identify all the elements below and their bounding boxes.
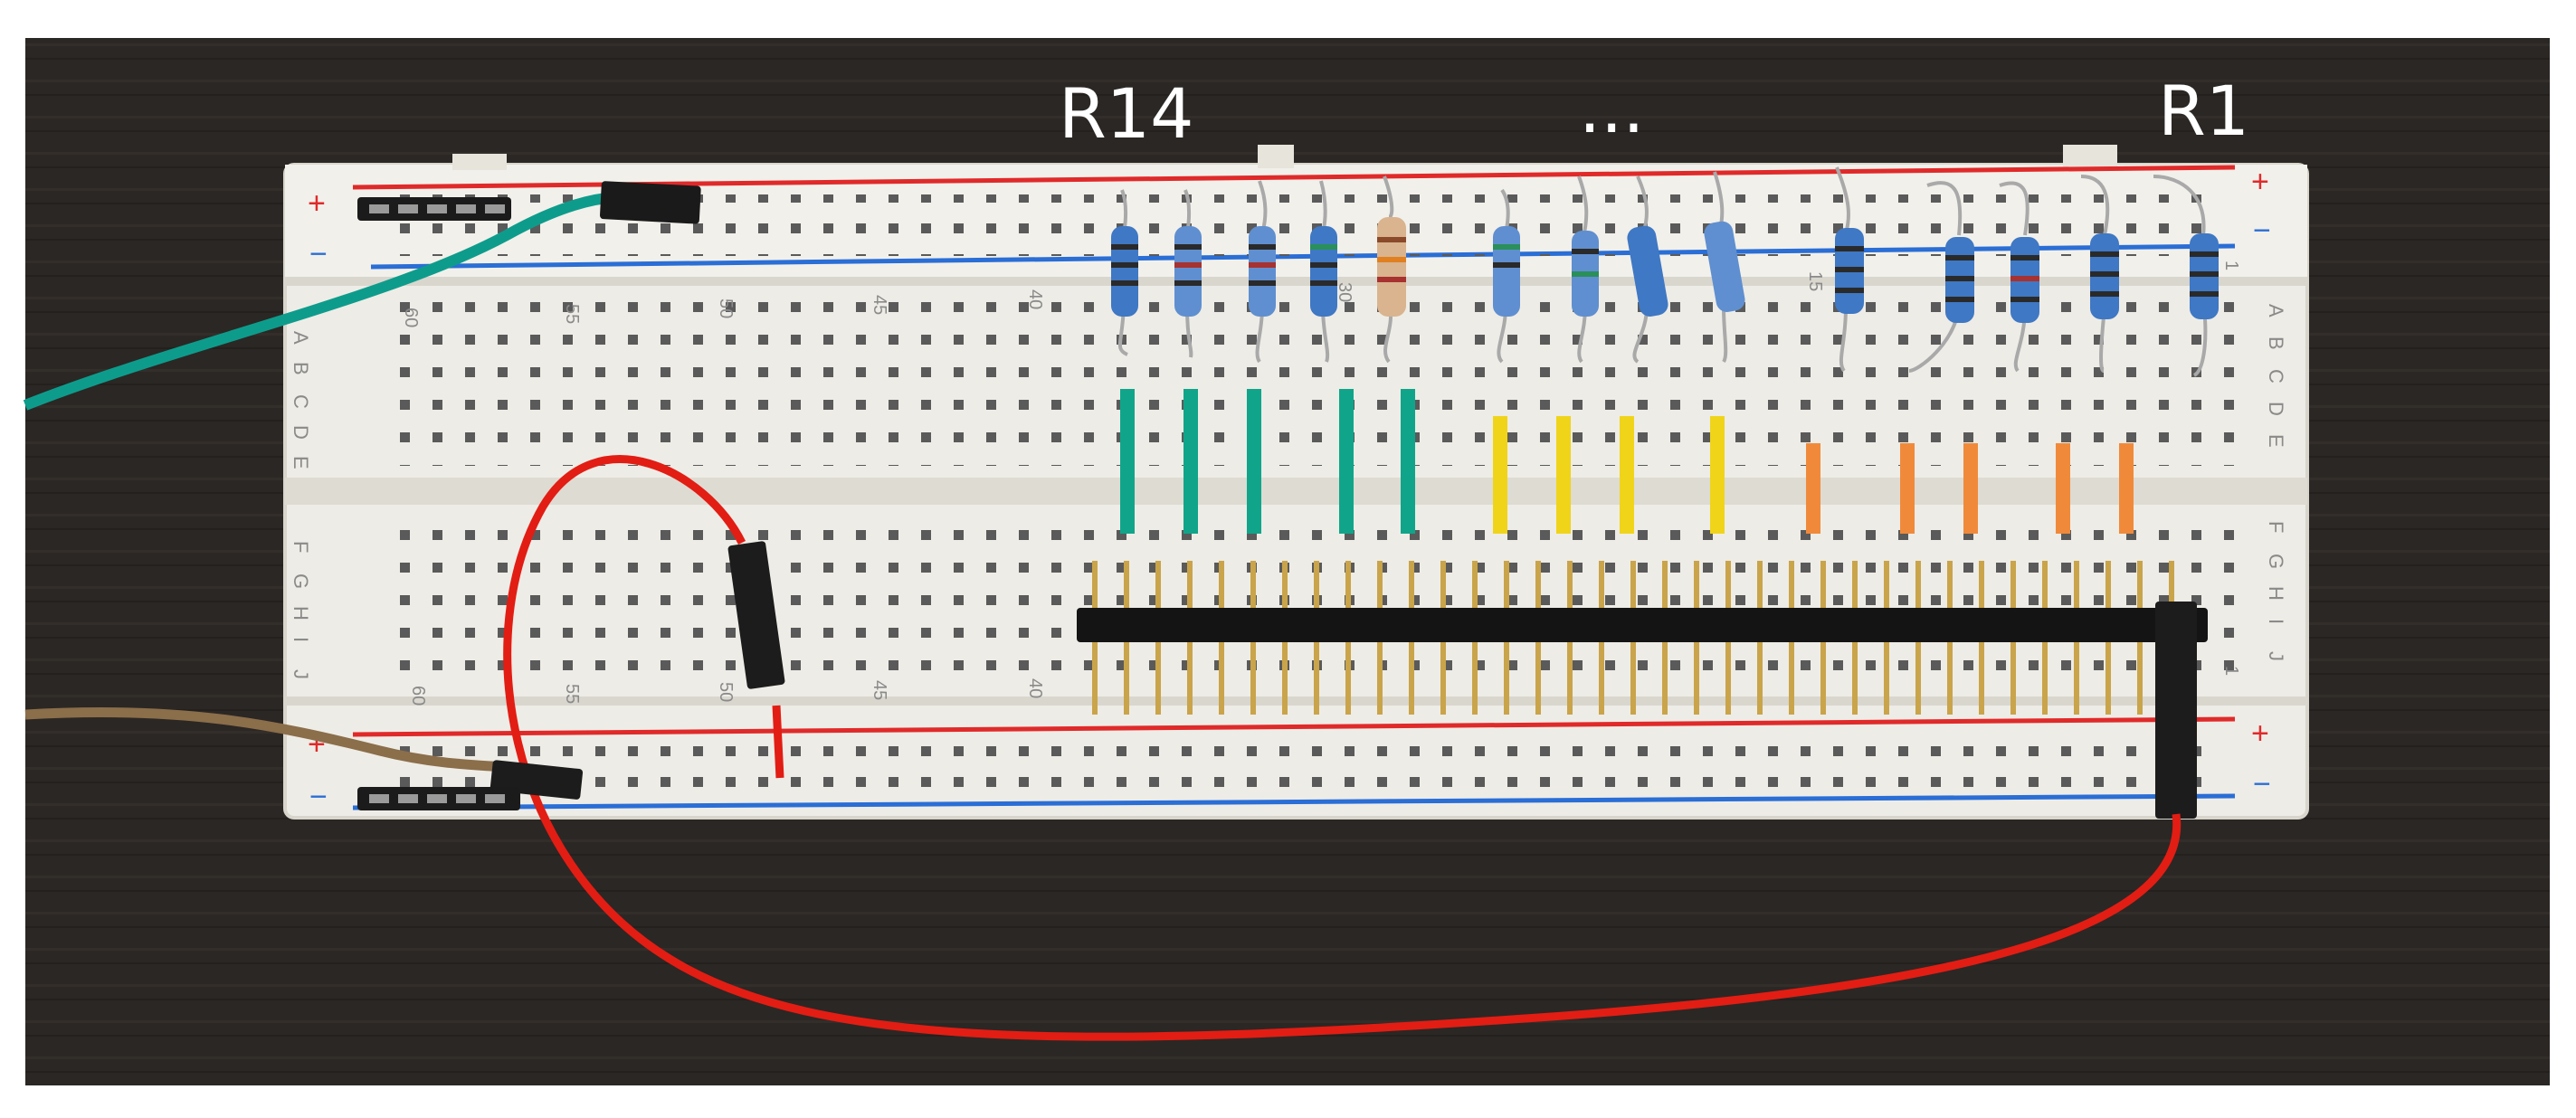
right-connector — [2155, 602, 2197, 819]
teal-jumper-wire — [23, 181, 701, 411]
column-number: 45 — [870, 295, 889, 315]
column-number: 40 — [1025, 289, 1045, 309]
row-letter: G — [290, 573, 312, 589]
pin-header — [1077, 561, 2208, 715]
red-jumper-wire — [503, 455, 2182, 1041]
column-number: 55 — [562, 684, 582, 704]
row-letter: B — [290, 362, 312, 375]
column-number: 60 — [408, 686, 428, 706]
short-jumpers — [1120, 389, 2134, 534]
rail-minus-bottom-right: − — [2253, 767, 2271, 801]
row-letter: I — [2265, 619, 2287, 624]
column-number: 40 — [1025, 678, 1045, 698]
row-letter: G — [2265, 554, 2287, 569]
column-number: 1 — [2221, 261, 2241, 270]
label-ellipsis: ... — [1579, 68, 1645, 148]
row-letter: B — [2265, 336, 2287, 350]
row-letter: C — [290, 394, 312, 409]
column-number: 45 — [870, 680, 889, 700]
row-letter: A — [2265, 304, 2287, 317]
column-number: 55 — [562, 304, 582, 324]
rail-minus-bottom-left: − — [309, 780, 328, 814]
row-letter: J — [290, 669, 312, 679]
rail-minus-top-left: − — [309, 237, 328, 271]
column-number: 1 — [2221, 666, 2241, 676]
resistors — [1111, 166, 2219, 377]
resistor-bands — [1111, 237, 2219, 302]
row-letter: H — [290, 606, 312, 621]
label-r14: R14 — [1059, 73, 1194, 154]
column-number: 60 — [401, 308, 421, 327]
brown-jumper-wire — [24, 706, 584, 810]
label-r1: R1 — [2158, 71, 2250, 151]
row-letter: E — [2265, 434, 2287, 448]
resistor-r14 — [1111, 226, 1138, 317]
breadboard: + − + − + − + − A B C D E F G H I J A B … — [283, 145, 2309, 820]
row-letter: F — [290, 541, 312, 553]
row-letter: E — [290, 456, 312, 469]
column-number: 50 — [716, 298, 736, 318]
column-number: 50 — [716, 682, 736, 702]
row-letter: C — [2265, 369, 2287, 384]
rail-minus-top-right: − — [2253, 213, 2271, 248]
rail-plus-top-left: + — [308, 186, 326, 221]
row-letter: J — [2265, 651, 2287, 661]
row-letter: H — [2265, 586, 2287, 601]
rail-plus-bottom-right: + — [2251, 716, 2269, 751]
column-number: 30 — [1335, 282, 1355, 302]
row-letter: A — [290, 331, 312, 345]
row-letter: I — [290, 637, 312, 642]
row-letter: D — [2265, 402, 2287, 416]
row-letter: F — [2265, 521, 2287, 533]
row-letter: D — [290, 425, 312, 440]
rail-plus-top-right: + — [2251, 165, 2269, 199]
column-number: 15 — [1805, 271, 1825, 291]
